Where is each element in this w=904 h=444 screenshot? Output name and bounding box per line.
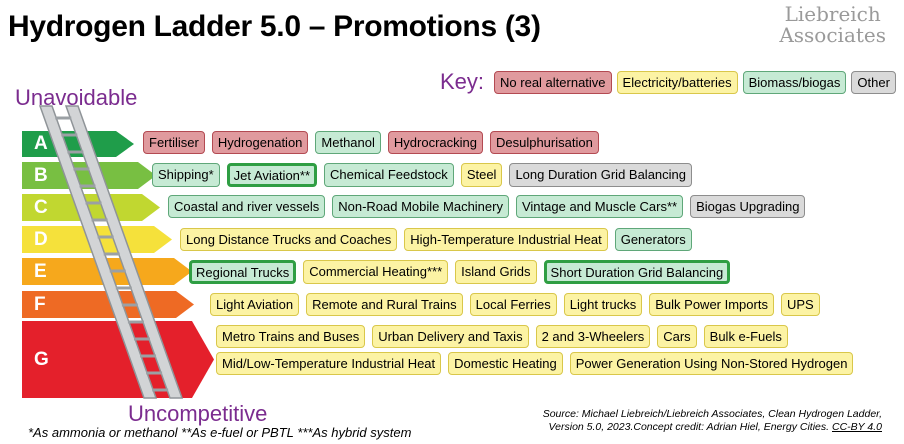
application-biogas-upgrading: Biogas Upgrading (690, 195, 806, 218)
source-line-1: Source: Michael Liebreich/Liebreich Asso… (542, 408, 882, 420)
application-desulphurisation: Desulphurisation (489, 131, 599, 154)
application-methanol: Methanol (315, 131, 381, 154)
application-mid-low-temperature-industrial-heat: Mid/Low-Temperature Industrial Heat (216, 352, 442, 375)
rung-g-row: Mid/Low-Temperature Industrial Heat Domes… (216, 352, 854, 375)
rung-g-row: Metro Trains and Buses Urban Delivery and… (216, 325, 788, 348)
ladder-right-rail (64, 105, 184, 399)
source-credit: Source: Michael Liebreich/Liebreich Asso… (543, 408, 882, 433)
application-generators: Generators (614, 228, 692, 251)
application-light-trucks: Light trucks (563, 293, 643, 316)
rung-c-row: Coastal and river vessels Non-Road Mobile… (168, 195, 806, 218)
key-title: Key: (440, 69, 485, 94)
application-shipping: Shipping* (152, 163, 220, 187)
ladder-left-rail (38, 105, 158, 399)
application-ups: UPS (780, 293, 820, 316)
application-local-ferries: Local Ferries (469, 293, 557, 316)
cc-by-license: CC-BY 4.0 (832, 420, 882, 433)
ladder-steps (55, 116, 169, 392)
application-short-duration-grid-balancing: Short Duration Grid Balancing (543, 260, 731, 284)
liebreich-associates-logo: Liebreich Associates (779, 4, 886, 46)
application-bulk-power-imports: Bulk Power Imports (649, 293, 774, 316)
application-island-grids: Island Grids (455, 260, 537, 284)
application-hydrogenation: Hydrogenation (211, 131, 309, 154)
source-line-2-text: Version 5.0, 2023.Concept credit: Adrian… (548, 420, 830, 433)
page-title: Hydrogen Ladder 5.0 – Promotions (3) (8, 10, 541, 43)
key-electricity-batteries: Electricity/batteries (616, 70, 738, 94)
application-coastal-and-river-vessels: Coastal and river vessels (168, 195, 326, 218)
rung-f-row: Light Aviation Remote and Rural Trains Loc… (210, 293, 820, 316)
rung-letter: B (34, 164, 48, 186)
application-bulk-e-fuels: Bulk e-Fuels (703, 325, 788, 348)
application-long-duration-grid-balancing: Long Duration Grid Balancing (509, 163, 693, 187)
application-chemical-feedstock: Chemical Feedstock (324, 163, 454, 187)
rung-a-row: Fertiliser Hydrogenation Methanol Hydrocrac… (143, 131, 599, 154)
application-steel: Steel (460, 163, 503, 187)
label-unavoidable: Unavoidable (15, 85, 138, 110)
application-fertiliser: Fertiliser (143, 131, 205, 154)
application-metro-trains-and-buses: Metro Trains and Buses (216, 325, 366, 348)
key-other: Other (851, 70, 896, 94)
application-remote-and-rural-trains: Remote and Rural Trains (306, 293, 463, 316)
rung-letter: C (34, 196, 48, 218)
key-biomass-biogas: Biomass/biogas (742, 70, 847, 94)
rung-letter: E (34, 260, 47, 282)
application-jet-aviation: Jet Aviation** (226, 163, 318, 187)
rung-letter: A (34, 133, 48, 154)
label-uncompetitive: Uncompetitive (128, 401, 268, 426)
application-high-temperature-industrial-heat: High-Temperature Industrial Heat (404, 228, 608, 251)
logo-line-2: Associates (779, 23, 886, 47)
application-2-and-3-wheelers: 2 and 3-Wheelers (535, 325, 651, 348)
rung-b-row: Shipping*Jet Aviation**Chemical Feedstoc… (152, 163, 693, 187)
application-vintage-and-muscle-cars: Vintage and Muscle Cars** (515, 195, 684, 218)
application-long-distance-trucks-and-coaches: Long Distance Trucks and Coaches (180, 228, 398, 251)
application-urban-delivery-and-taxis: Urban Delivery and Taxis (372, 325, 529, 348)
rung-letter: G (34, 348, 49, 370)
footnote: *As ammonia or methanol **As e-fuel or P… (28, 425, 412, 440)
rung-arrow-g: G (22, 321, 214, 398)
application-non-road-mobile-machinery: Non-Road Mobile Machinery (332, 195, 509, 218)
logo-line-1: Liebreich (784, 2, 881, 26)
rung-letter: F (34, 293, 46, 315)
rung-letter: D (34, 228, 48, 250)
application-regional-trucks: Regional Trucks (189, 260, 297, 284)
application-power-generation-using-non-stored-hydrogen: Power Generation Using Non-Stored Hydrog… (569, 352, 854, 375)
application-cars: Cars (657, 325, 697, 348)
key-legend: Key: No real alternative Electricity/bat… (440, 69, 896, 95)
key-no-real-alternative: No real alternative (494, 70, 612, 94)
rung-arrow-c: C (22, 194, 160, 221)
application-commercial-heating: Commercial Heating*** (303, 260, 449, 284)
application-hydrocracking: Hydrocracking (387, 131, 483, 154)
application-domestic-heating: Domestic Heating (448, 352, 563, 375)
application-light-aviation: Light Aviation (210, 293, 300, 316)
source-line-2: Version 5.0, 2023.Concept credit: Adrian… (543, 421, 882, 434)
rung-d-row: Long Distance Trucks and Coaches High-Tem… (180, 228, 692, 251)
